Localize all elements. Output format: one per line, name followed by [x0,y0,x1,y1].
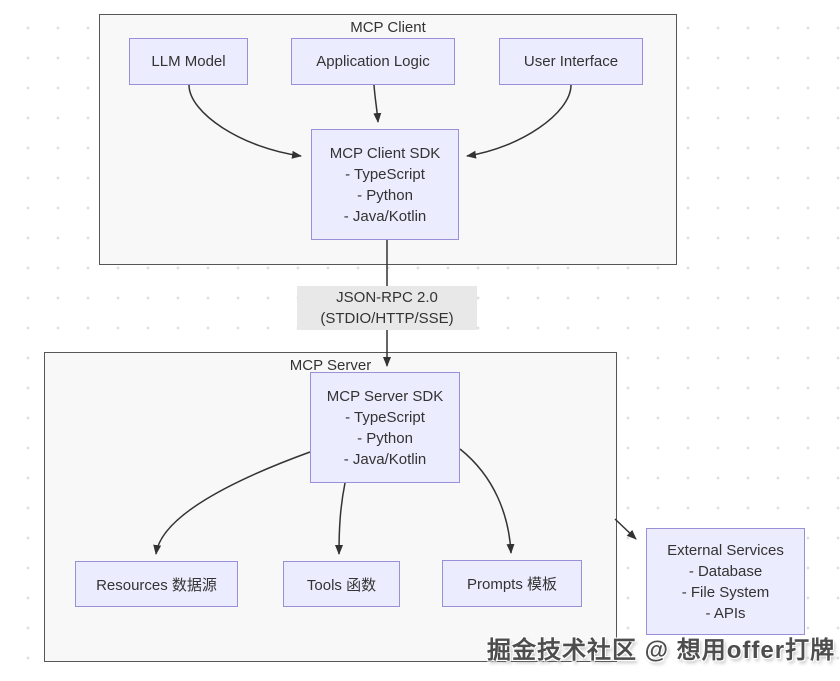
edge-label-transports: (STDIO/HTTP/SSE) [320,310,454,327]
node-prompts-label: Prompts 模板 [466,576,557,593]
node-tools: Tools 函数 [283,561,400,607]
node-prompts: Prompts 模板 [442,560,582,607]
node-external-services-title: External Services [667,541,784,559]
node-mcp-client-sdk-title: MCP Client SDK [329,144,441,162]
node-mcp-client-sdk-item: - Java/Kotlin [343,207,427,225]
edge-server-to-external-services [614,518,637,540]
node-user-interface-label: User Interface [523,53,619,70]
node-mcp-server-sdk-title: MCP Server SDK [326,387,444,405]
node-external-services-item: - File System [681,583,770,601]
node-mcp-server-sdk: MCP Server SDK - TypeScript - Python - J… [310,372,460,483]
node-resources-label: Resources 数据源 [96,576,217,594]
cluster-mcp-server-label: MCP Server [289,357,372,374]
node-application-logic-label: Application Logic [316,53,430,70]
node-external-services: External Services - Database - File Syst… [646,528,805,635]
node-tools-label: Tools 函数 [306,576,377,594]
node-application-logic: Application Logic [291,38,455,85]
node-mcp-server-sdk-item: - Java/Kotlin [343,450,427,468]
node-mcp-client-sdk: MCP Client SDK - TypeScript - Python - J… [311,129,459,240]
node-llm-model: LLM Model [129,38,248,85]
node-resources: Resources 数据源 [75,561,238,607]
cluster-mcp-client-label: MCP Client [350,19,426,36]
watermark-text: 掘金技术社区 @ 想用offer打牌 [487,637,836,664]
node-mcp-server-sdk-item: - TypeScript [345,408,425,426]
node-external-services-item: - APIs [705,604,746,622]
node-external-services-item: - Database [688,562,763,580]
edge-label-protocol: JSON-RPC 2.0 [336,289,438,306]
node-user-interface: User Interface [499,38,643,85]
node-mcp-client-sdk-item: - Python [357,186,413,204]
node-mcp-server-sdk-item: - Python [357,429,413,447]
edge-label-json-rpc: JSON-RPC 2.0 (STDIO/HTTP/SSE) [297,286,477,330]
node-mcp-client-sdk-item: - TypeScript [345,165,425,183]
node-llm-model-label: LLM Model [151,53,226,70]
